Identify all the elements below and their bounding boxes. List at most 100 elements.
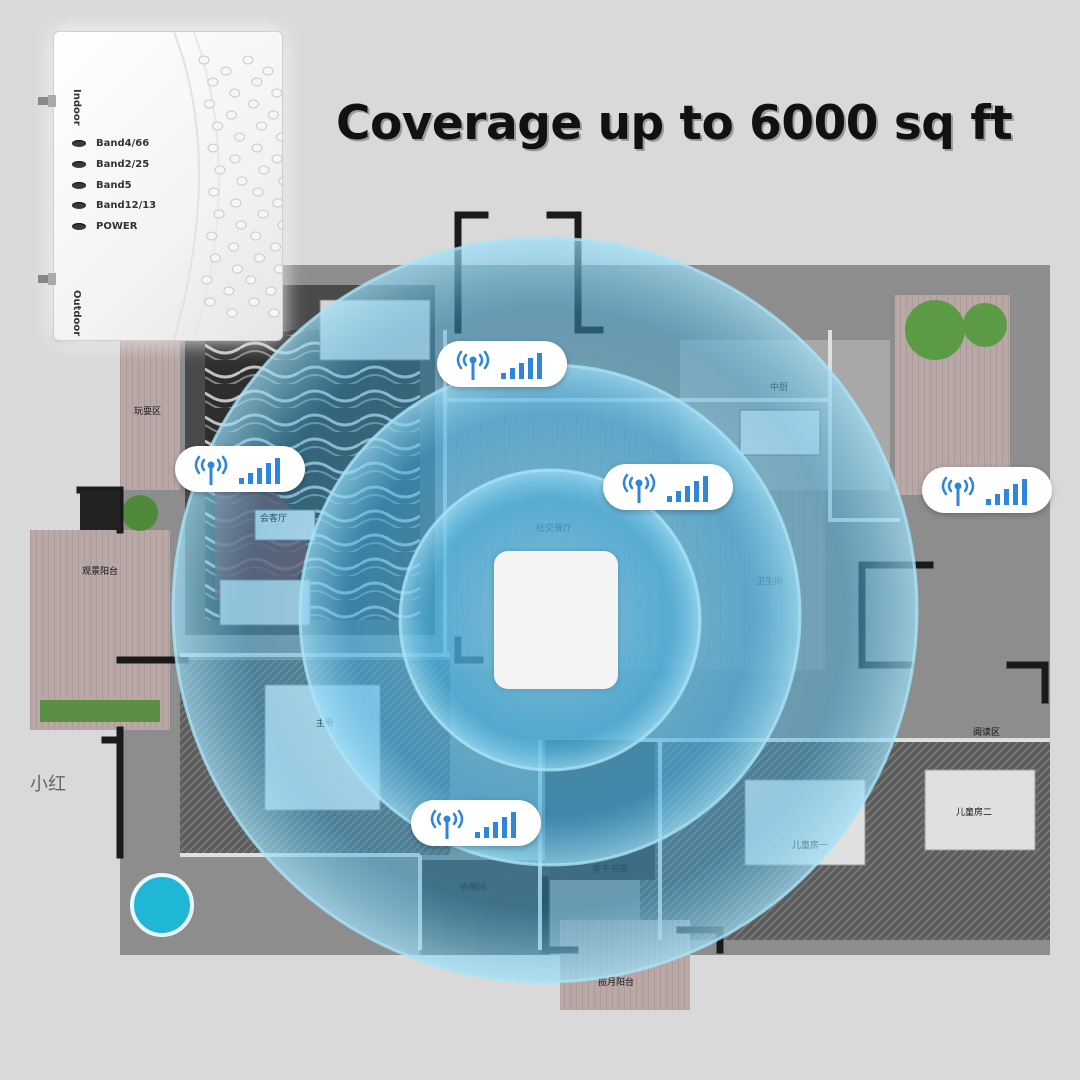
signal-bar: [266, 463, 271, 484]
svg-text:玩耍区: 玩耍区: [134, 406, 161, 417]
vent-hole: [271, 154, 282, 164]
outdoor-port-label: Outdoor: [71, 290, 82, 337]
vent-hole: [235, 220, 247, 230]
vent-hole: [270, 242, 282, 252]
signal-badge: [411, 800, 541, 846]
outdoor-connector-icon: [38, 272, 56, 285]
antenna-icon: [622, 473, 708, 503]
vent-hole: [226, 308, 238, 318]
vent-hole: [236, 176, 248, 186]
vent-hole: [262, 66, 274, 76]
signal-bar: [995, 494, 1000, 505]
vent-hole: [231, 264, 243, 274]
vent-hole: [268, 308, 280, 318]
vent-hole: [252, 187, 264, 197]
vent-hole: [212, 121, 224, 131]
indoor-antenna-unit: [494, 551, 618, 689]
signal-bar: [703, 476, 708, 502]
signal-badge: [437, 341, 567, 387]
vent-hole: [225, 110, 237, 120]
vent-hole: [234, 132, 246, 142]
vent-hole: [213, 209, 225, 219]
led-band12-13: Band12/13: [72, 200, 156, 211]
indoor-connector-icon: [38, 94, 56, 107]
signal-bar: [257, 468, 262, 484]
vent-hole: [223, 286, 235, 296]
signal-bar: [667, 496, 672, 502]
led-label: Band4/66: [96, 138, 150, 149]
signal-bar: [511, 812, 516, 838]
led-indicator-icon: [72, 202, 86, 209]
vent-hole: [248, 297, 260, 307]
vent-hole: [267, 110, 279, 120]
led-label: Band5: [96, 180, 132, 191]
vent-hole: [242, 55, 254, 65]
signal-bar: [676, 491, 681, 502]
signal-bar: [484, 827, 489, 838]
vent-hole: [277, 220, 282, 230]
vent-hole: [203, 99, 215, 109]
vent-hole: [250, 231, 262, 241]
signal-bar: [685, 486, 690, 502]
vent-hole: [253, 253, 265, 263]
vent-hole: [206, 231, 218, 241]
vent-hole: [207, 77, 219, 87]
svg-text:阅读区: 阅读区: [973, 726, 1000, 738]
vent-hole: [207, 143, 219, 153]
led-band4-66: Band4/66: [72, 138, 149, 149]
signal-bar: [694, 481, 699, 502]
led-band2-25: Band2/25: [72, 159, 149, 170]
vent-hole: [258, 165, 270, 175]
led-indicator-icon: [72, 182, 86, 189]
signal-bar: [501, 373, 506, 379]
vent-hole: [201, 275, 213, 285]
signal-badge: [603, 464, 733, 510]
led-indicator-icon: [72, 223, 86, 230]
signal-badge: [922, 467, 1052, 513]
vent-hole: [214, 165, 226, 175]
vent-hole: [230, 198, 242, 208]
vent-hole: [204, 297, 216, 307]
vent-hole: [229, 154, 241, 164]
signal-bar: [1022, 479, 1027, 505]
svg-text:儿童房二: 儿童房二: [956, 806, 992, 818]
vent-hole: [273, 264, 282, 274]
vent-hole: [251, 143, 263, 153]
signal-booster-device: Indoor Outdoor Band4/66 Band2/25 Band5 B…: [38, 31, 283, 341]
vent-hole: [209, 253, 221, 263]
signal-bar: [502, 817, 507, 838]
antenna-icon: [941, 476, 1027, 506]
vent-hole: [271, 88, 282, 98]
svg-text:揽月阳台: 揽月阳台: [598, 976, 634, 988]
signal-bar: [519, 363, 524, 379]
signal-bar: [275, 458, 280, 484]
vent-hole: [229, 88, 241, 98]
vent-hole: [276, 132, 282, 142]
vent-hole: [245, 275, 257, 285]
led-label: Band12/13: [96, 200, 157, 211]
signal-bar: [493, 822, 498, 838]
signal-bar: [239, 478, 244, 484]
signal-bar: [475, 832, 480, 838]
vent-hole: [228, 242, 240, 252]
vent-hole: [278, 176, 282, 186]
vent-hole: [198, 55, 210, 65]
vent-hole: [265, 286, 277, 296]
led-indicator-icon: [72, 161, 86, 168]
led-power: POWER: [72, 221, 137, 232]
signal-bar: [1004, 489, 1009, 505]
vent-hole: [247, 99, 259, 109]
vent-hole: [220, 66, 232, 76]
led-indicator-icon: [72, 140, 86, 147]
signal-bar: [986, 499, 991, 505]
antenna-icon: [456, 350, 542, 380]
signal-bar: [1013, 484, 1018, 505]
vent-hole: [251, 77, 263, 87]
indoor-port-label: Indoor: [71, 89, 82, 126]
vent-hole: [256, 121, 268, 131]
svg-text:小红: 小红: [30, 774, 66, 795]
led-label: Band2/25: [96, 159, 150, 170]
signal-bar: [537, 353, 542, 379]
vent-hole: [272, 198, 282, 208]
